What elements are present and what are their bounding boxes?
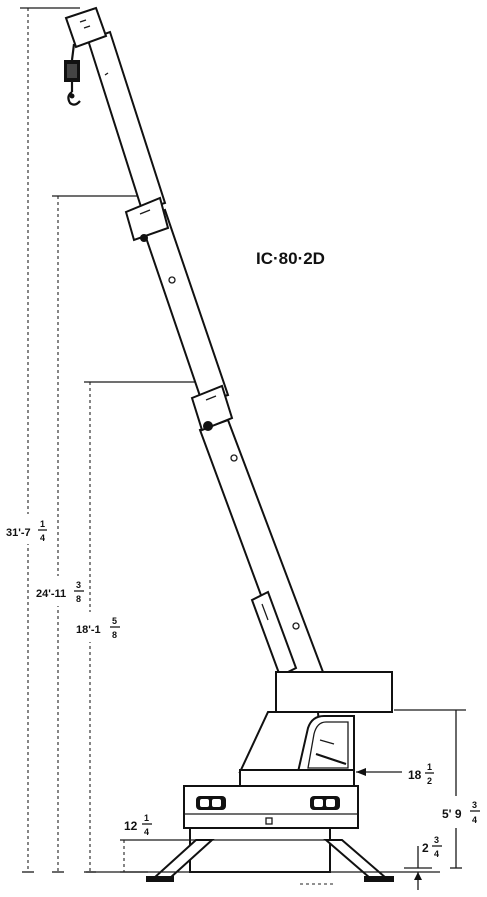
- dimension-line-cab-offset: [356, 768, 402, 776]
- dim-den: 8: [112, 630, 117, 640]
- dim-num: 1: [427, 762, 432, 772]
- dim-whole: 5' 9: [442, 807, 462, 821]
- outrigger-left: [146, 839, 215, 882]
- model-label: IC·80·2D: [256, 249, 325, 268]
- boom-section-base: [198, 418, 328, 692]
- chassis-frame: [189, 827, 331, 873]
- dimension-line-full-height: [20, 7, 80, 873]
- dim-whole: 12: [124, 819, 138, 833]
- hoist-cylinder-bracket: [250, 590, 298, 678]
- carrier-deck: [239, 769, 355, 787]
- dim-label-cab-offset: 18 1 2: [408, 762, 434, 786]
- dim-whole: 31'-7: [6, 527, 31, 539]
- operator-cab: [296, 715, 355, 773]
- dimension-line-cab-height: [394, 709, 466, 869]
- dim-den: 4: [434, 849, 439, 859]
- hook-block: [64, 43, 81, 106]
- mast-top-block: [275, 671, 393, 713]
- outrigger-right: [323, 839, 394, 882]
- dim-label-second-section: 24'-11 3 8: [34, 576, 86, 606]
- dimension-line-second-section: [52, 195, 150, 873]
- dim-den: 4: [472, 815, 477, 825]
- dimension-line-deck-height: [120, 839, 190, 873]
- dim-den: 8: [76, 594, 81, 604]
- dim-den: 4: [144, 827, 149, 837]
- carrier-body: [183, 785, 359, 829]
- dim-den: 2: [427, 776, 432, 786]
- dim-whole: 24'-11: [36, 588, 66, 600]
- boom-collar-middle: [124, 196, 170, 242]
- boom-section-top: [86, 30, 167, 212]
- dim-whole: 18: [408, 768, 422, 782]
- dimension-line-ground-clearance: [404, 846, 432, 890]
- dim-num: 3: [434, 835, 439, 845]
- dim-num: 3: [472, 800, 477, 810]
- dim-num: 1: [40, 519, 45, 529]
- dim-whole: 2: [422, 841, 429, 855]
- dim-label-ground-clearance: 2 3 4: [422, 835, 442, 859]
- dim-label-full-height: 31'-7 1 4: [4, 514, 48, 544]
- dim-num: 3: [76, 580, 81, 590]
- dim-num: 1: [144, 813, 149, 823]
- dim-label-deck-height: 12 1 4: [124, 813, 152, 837]
- boom-section-middle: [138, 208, 230, 404]
- dim-label-cab-height: 5' 9 3 4: [440, 796, 486, 828]
- dim-label-third-section: 18'-1 5 8: [74, 612, 126, 642]
- dim-whole: 18'-1: [76, 624, 101, 636]
- dim-num: 5: [112, 616, 117, 626]
- dim-den: 4: [40, 533, 45, 543]
- boom-collar-base: [190, 384, 234, 432]
- boom-tip-head: [64, 6, 108, 49]
